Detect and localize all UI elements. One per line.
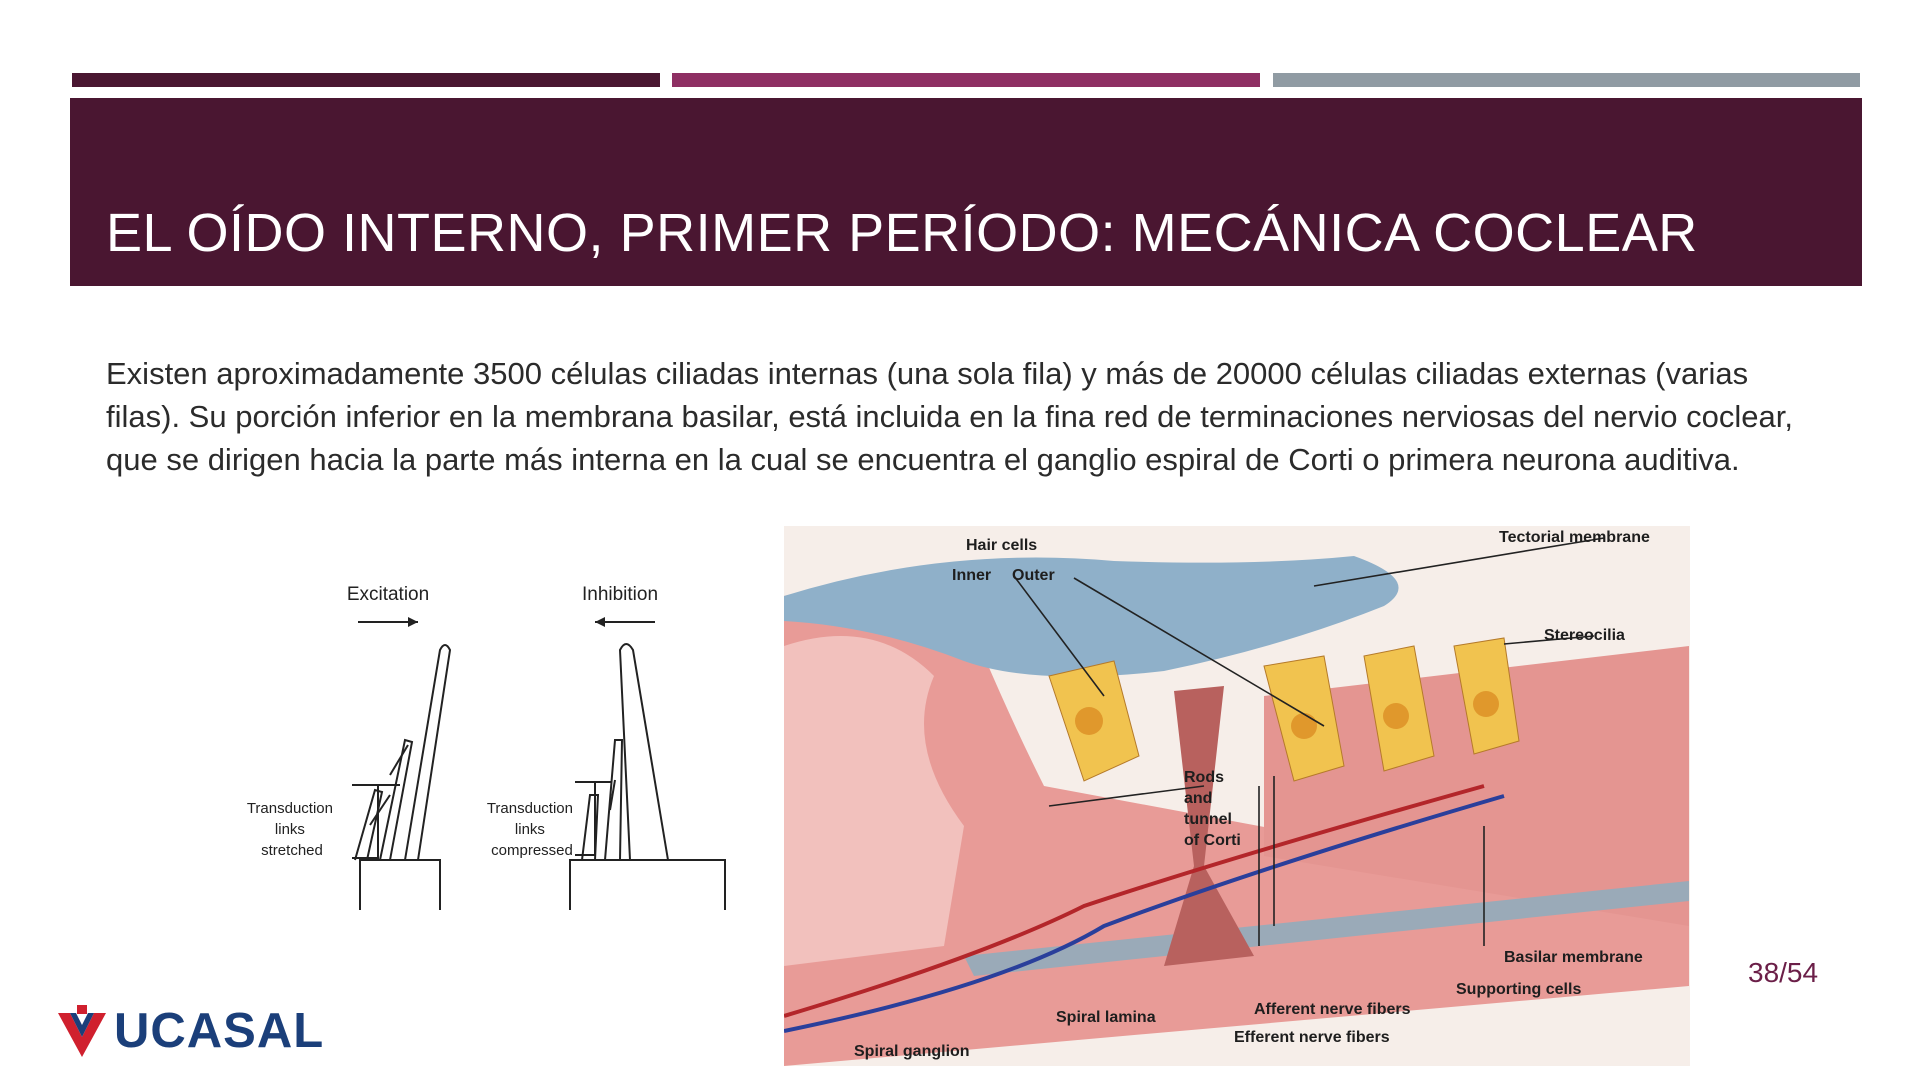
- page-number: 38/54: [1748, 957, 1819, 988]
- hair-bundle-diagram: Excitation Inhibition Transduction links…: [247, 584, 726, 910]
- excitation-label: Excitation: [347, 584, 429, 605]
- label-rods-3: tunnel: [1184, 811, 1232, 828]
- stereocilia-bundle-excitation: [352, 644, 452, 910]
- label-spiral-lamina: Spiral lamina: [1056, 1009, 1156, 1026]
- transduction-compressed-2: links: [515, 821, 545, 838]
- label-spiral-ganglion: Spiral ganglion: [854, 1043, 970, 1060]
- inner-hair-cell: [1048, 660, 1140, 782]
- label-outer: Outer: [1012, 567, 1055, 584]
- svg-text:Transduction links str: Transduction links stretched: [247, 800, 337, 859]
- inhibition-label: Inhibition: [582, 584, 658, 605]
- svg-text:Transduction links com: Transduction links compressed: [487, 800, 577, 859]
- slide-title: EL OÍDO INTERNO, PRIMER PERÍODO: MECÁNIC…: [106, 203, 1698, 263]
- ucasal-shield-icon: [58, 1005, 106, 1057]
- label-inner: Inner: [952, 567, 991, 584]
- accent-bar-dark: [72, 73, 660, 87]
- title-band: EL OÍDO INTERNO, PRIMER PERÍODO: MECÁNIC…: [70, 98, 1862, 286]
- accent-bar-gray: [1273, 73, 1860, 87]
- slide-body-text: Existen aproximadamente 3500 células cil…: [106, 356, 1793, 477]
- label-basilar-membrane: Basilar membrane: [1504, 949, 1643, 966]
- label-supporting-cells: Supporting cells: [1456, 981, 1581, 998]
- label-hair-cells: Hair cells: [966, 537, 1037, 554]
- label-rods-4: of Corti: [1184, 832, 1241, 849]
- logo-text: UCASAL: [114, 1004, 325, 1058]
- transduction-stretched-1: Transduction: [247, 800, 333, 817]
- label-rods-2: and: [1184, 790, 1212, 807]
- outer-hair-cells: [1263, 637, 1520, 782]
- stereocilia-bundle-inhibition: [569, 643, 726, 910]
- organ-of-corti-diagram: Hair cells Inner Outer Tectorial membran…: [784, 526, 1690, 1066]
- transduction-stretched-2: links: [275, 821, 305, 838]
- ucasal-logo: UCASAL: [58, 1003, 328, 1063]
- label-afferent: Afferent nerve fibers: [1254, 1001, 1411, 1018]
- label-rods-1: Rods: [1184, 769, 1224, 786]
- label-tectorial-membrane: Tectorial membrane: [1499, 529, 1650, 546]
- transduction-compressed-3: compressed: [491, 842, 573, 859]
- label-efferent: Efferent nerve fibers: [1234, 1029, 1390, 1046]
- label-stereocilia: Stereocilia: [1544, 627, 1625, 644]
- transduction-stretched-3: stretched: [261, 842, 323, 859]
- transduction-compressed-1: Transduction: [487, 800, 573, 817]
- accent-bar-magenta: [672, 73, 1260, 87]
